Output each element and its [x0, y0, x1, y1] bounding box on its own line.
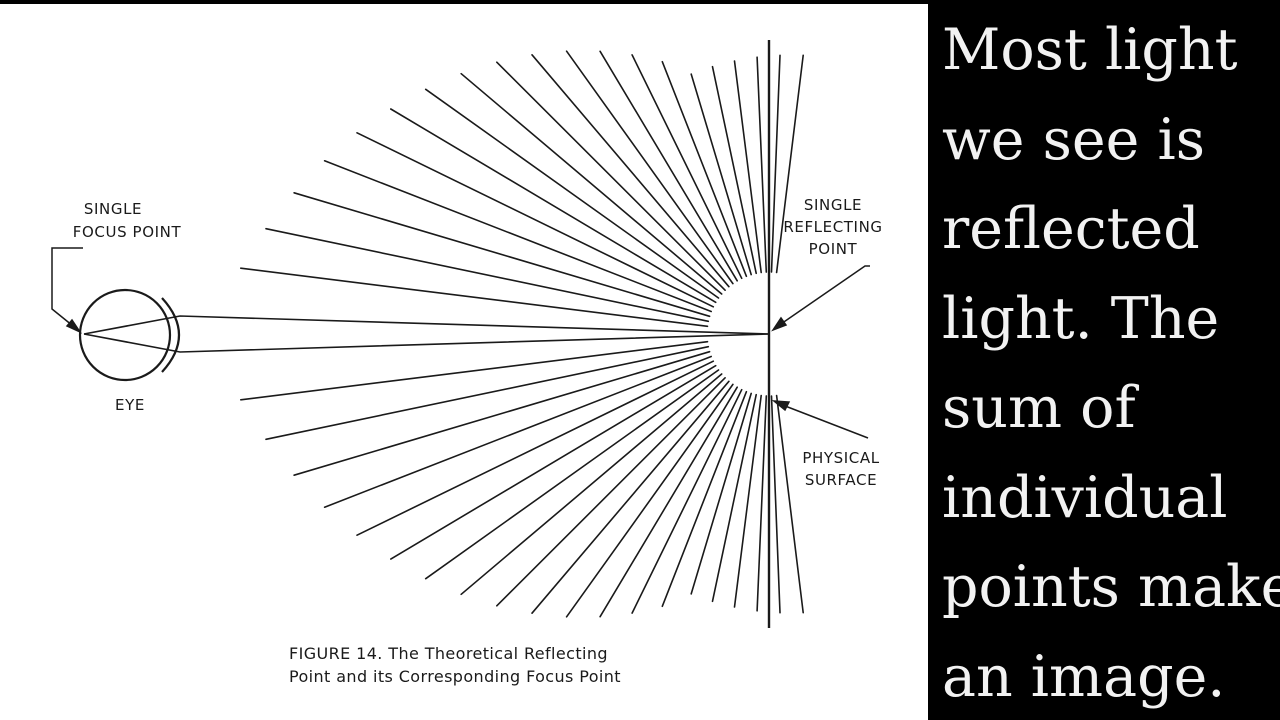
figure-panel: SINGLE FOCUS POINT EYE SINGLE REFLECTING…	[0, 4, 928, 720]
reflected-ray	[293, 350, 711, 477]
side-caption-line: sum of	[942, 375, 1136, 441]
label-physical-surface-line1: PHYSICAL	[802, 449, 879, 467]
eye-illustration	[78, 288, 181, 382]
side-caption: Most light we see is reflected light. Th…	[942, 6, 1280, 720]
reflected-ray	[631, 388, 743, 614]
focus-rays	[83, 315, 770, 353]
reflected-ray	[711, 65, 758, 275]
reflected-ray	[495, 376, 726, 607]
reflected-ray	[770, 54, 781, 273]
physical-surface-arrowhead	[771, 400, 791, 412]
reflected-ray	[531, 53, 730, 288]
label-eye: EYE	[115, 396, 145, 414]
focus-point-leader	[51, 247, 83, 331]
side-caption-line: points make	[942, 554, 1280, 620]
figure-caption-line1: FIGURE 14. The Theoretical Reflecting	[289, 644, 608, 663]
reflected-ray	[690, 73, 753, 276]
reflected-ray	[531, 380, 730, 615]
label-physical-surface-line2: SURFACE	[805, 471, 877, 489]
reflected-ray	[599, 50, 739, 282]
reflected-ray	[424, 369, 720, 580]
label-single-reflecting-point-line3: POINT	[809, 240, 858, 258]
focus-ray-upper	[83, 315, 770, 335]
reflection-diagram: SINGLE FOCUS POINT EYE SINGLE REFLECTING…	[51, 40, 882, 686]
focus-ray-lower	[83, 333, 770, 353]
reflected-ray	[265, 345, 710, 441]
side-caption-line: an image.	[942, 643, 1226, 710]
focus-point-arrowhead	[65, 318, 83, 334]
reflected-ray	[356, 132, 715, 308]
reflected-ray	[756, 56, 768, 273]
reflected-ray	[240, 267, 709, 328]
reflected-ray	[690, 392, 753, 595]
reflected-ray	[733, 394, 763, 608]
side-caption-line: Most light	[942, 17, 1238, 83]
reflected-ray	[565, 50, 734, 285]
reflected-ray	[460, 373, 723, 596]
reflected-ray	[565, 383, 734, 618]
side-caption-line: reflected	[942, 196, 1200, 262]
reflected-ray	[495, 61, 726, 292]
reflected-ray	[756, 395, 768, 612]
reflected-ray	[356, 360, 715, 537]
reflected-ray	[389, 364, 717, 560]
reflected-ray	[661, 390, 748, 608]
reflected-ray	[775, 394, 805, 614]
reflected-ray	[733, 60, 763, 274]
reflected-ray	[631, 54, 743, 280]
reflected-ray	[460, 72, 723, 295]
eyeball	[78, 288, 172, 382]
figure-caption-line2: Point and its Corresponding Focus Point	[289, 667, 621, 686]
label-single-reflecting-point-line2: REFLECTING	[783, 218, 882, 236]
cornea	[161, 297, 181, 373]
reflected-ray	[323, 355, 713, 509]
label-single-reflecting-point-line1: SINGLE	[804, 196, 862, 214]
reflected-ray	[265, 227, 710, 323]
reflected-ray	[240, 340, 709, 401]
reflected-rays	[240, 50, 805, 618]
side-caption-line: individual	[942, 464, 1228, 531]
reflected-ray	[770, 395, 781, 614]
leader-lines	[51, 247, 870, 439]
reflecting-point-arrowhead	[771, 316, 788, 332]
label-single-focus-point-line2: FOCUS POINT	[73, 223, 182, 241]
physical-surface-leader	[779, 403, 869, 439]
reflected-ray	[661, 60, 748, 278]
reflected-ray	[323, 160, 713, 313]
reflected-ray	[293, 192, 711, 318]
side-caption-line: we see is	[942, 106, 1205, 173]
reflecting-point-leader	[777, 265, 870, 327]
reflected-ray	[775, 54, 805, 274]
reflected-ray	[599, 386, 739, 618]
label-single-focus-point-line1: SINGLE	[84, 200, 142, 218]
reflected-ray	[711, 393, 758, 603]
side-caption-line: light. The	[942, 285, 1220, 352]
reflected-ray	[389, 108, 717, 304]
reflected-ray	[424, 88, 720, 299]
